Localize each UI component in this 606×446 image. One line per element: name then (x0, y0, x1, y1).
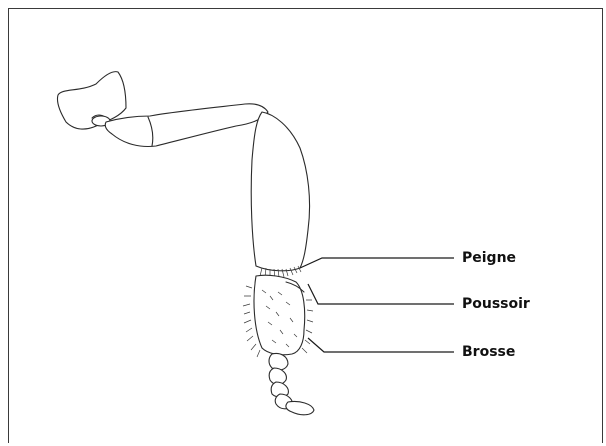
femur (105, 104, 268, 147)
label-brosse: Brosse (462, 344, 515, 360)
label-peigne: Peigne (462, 250, 516, 266)
leader-line-peigne (300, 258, 454, 268)
leader-line-poussoir (308, 284, 454, 304)
tarsal-segments (269, 353, 314, 414)
tibia (251, 112, 309, 271)
label-poussoir: Poussoir (462, 296, 530, 312)
leader-line-brosse (308, 338, 454, 352)
